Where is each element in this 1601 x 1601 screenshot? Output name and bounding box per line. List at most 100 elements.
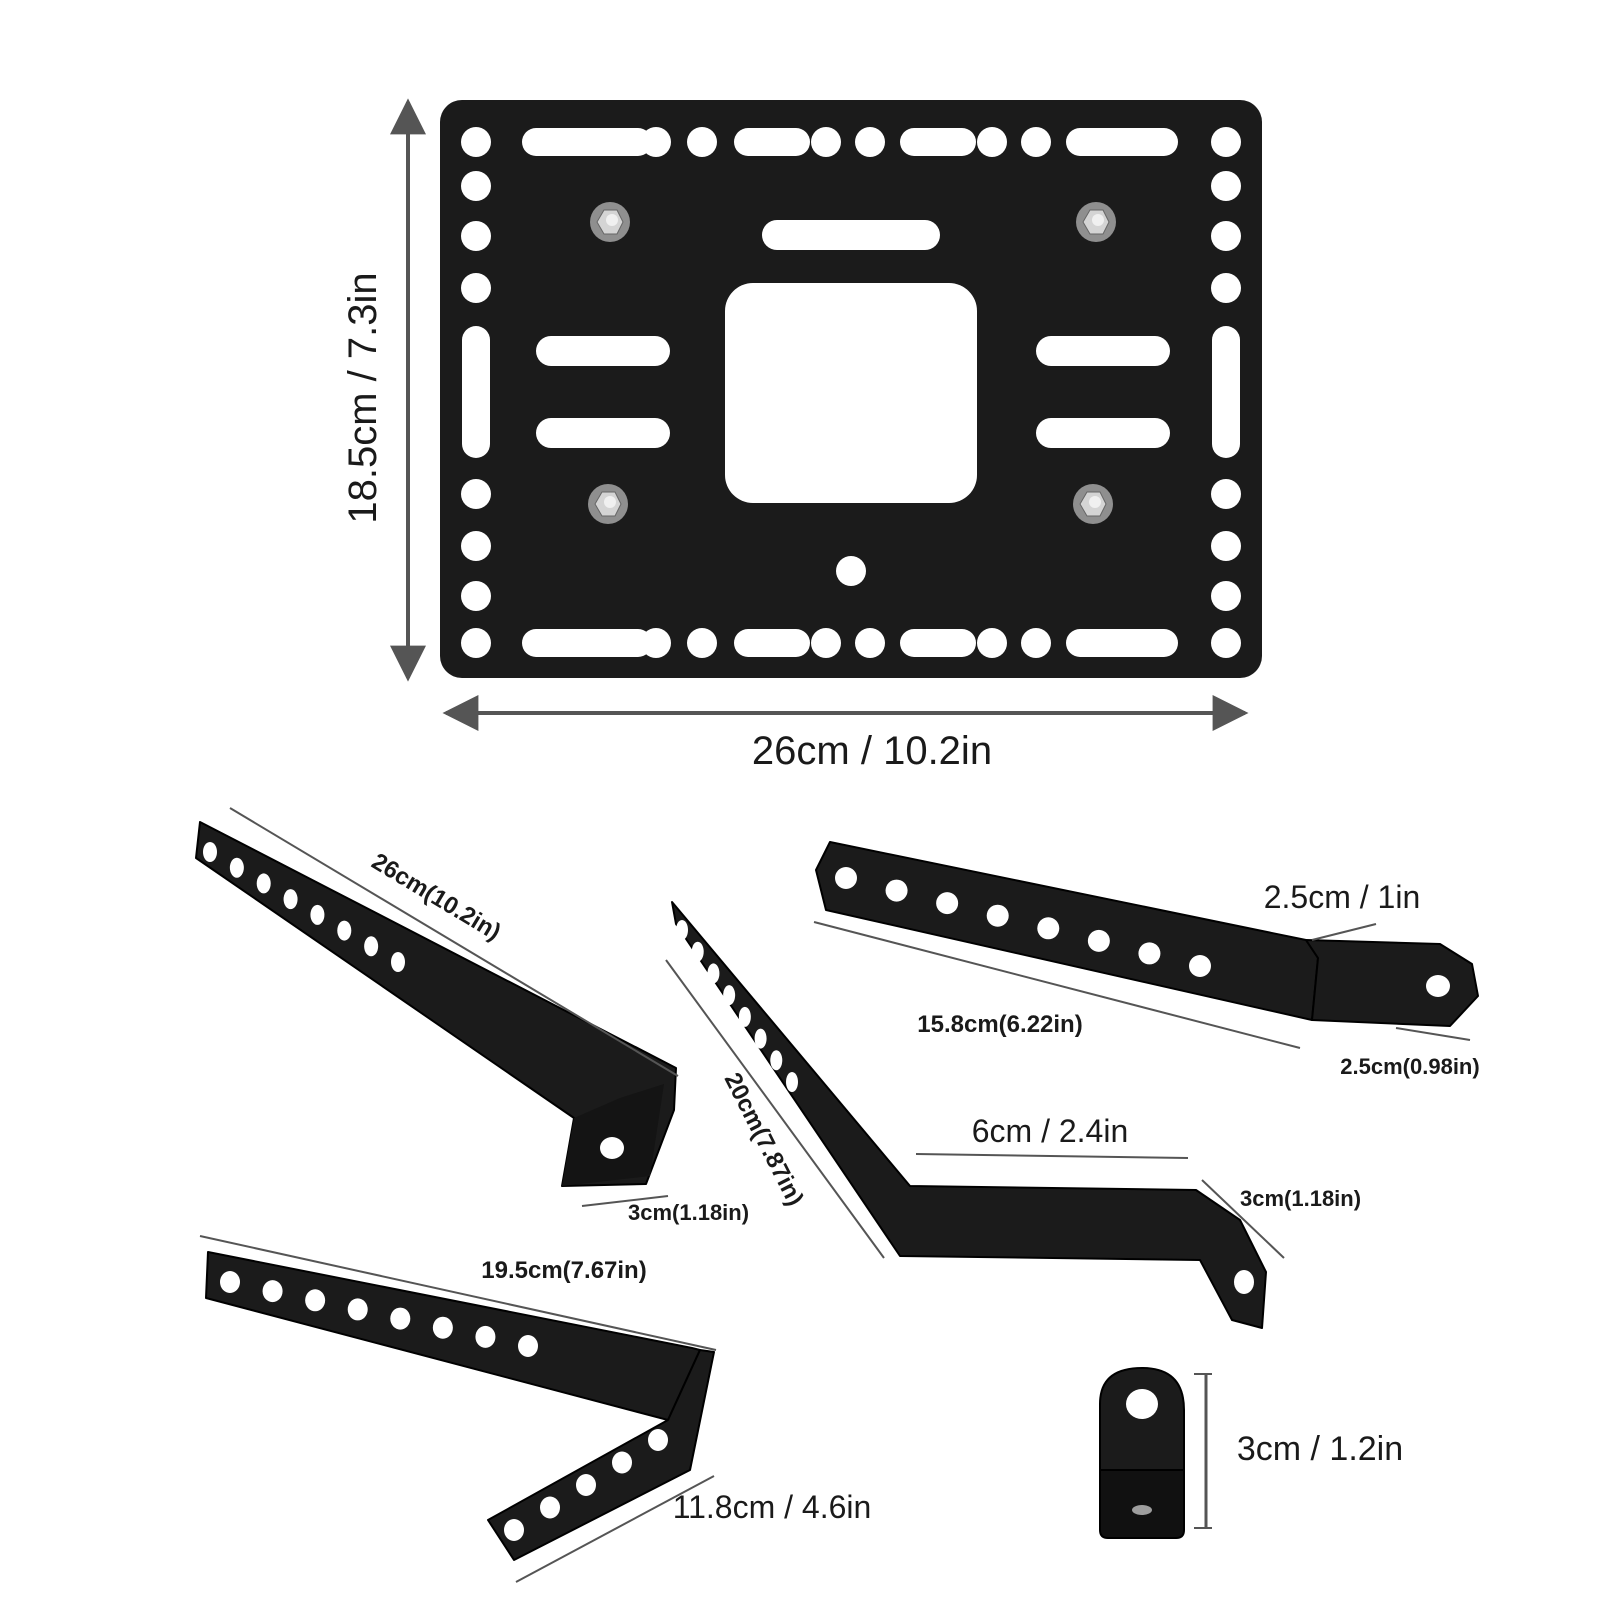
- long-bracket: [195, 821, 677, 1187]
- z-bracket-foot: [1305, 939, 1479, 1027]
- bolt-head-highlight: [604, 496, 616, 508]
- l-bracket-long-leg-dimension-line: [199, 1235, 717, 1351]
- plate-inner-slot: [1036, 418, 1170, 448]
- l-bracket-short-leg-label: 11.8cm / 4.6in: [673, 1489, 872, 1525]
- plate-round-hole: [1021, 628, 1051, 658]
- plate-corner-hole: [461, 127, 491, 157]
- z-bracket-holes: [835, 867, 1211, 977]
- bolt-head-highlight: [1092, 214, 1104, 226]
- long-bracket-foot: [562, 1084, 664, 1186]
- plate-round-hole: [811, 628, 841, 658]
- plate-slot-hole: [1066, 629, 1178, 657]
- long-bracket-length-dimension-line: [229, 807, 679, 1077]
- bracket-hole: [364, 936, 379, 957]
- plate-width-label: 26cm / 10.2in: [752, 729, 992, 773]
- plate-round-hole: [1021, 127, 1051, 157]
- plate-slot-hole: [734, 128, 810, 156]
- bracket-hole: [220, 1271, 240, 1293]
- bracket-hole: [648, 1429, 668, 1451]
- plate-round-hole: [977, 628, 1007, 658]
- plate-slot-hole: [522, 629, 652, 657]
- plate-corner-hole: [461, 628, 491, 658]
- offset-bracket-holes: [676, 920, 798, 1092]
- plate-corner-hole: [1211, 127, 1241, 157]
- bracket-hole: [835, 867, 857, 889]
- bracket-hole: [229, 857, 244, 878]
- z-bracket-length-dimension-line: [813, 921, 1301, 1049]
- bracket-hole: [1087, 929, 1110, 952]
- plate-round-hole: [687, 628, 717, 658]
- bracket-hole: [576, 1474, 596, 1496]
- offset-bracket-foot-dimension-line: [1201, 1179, 1285, 1259]
- bracket-hole: [504, 1519, 524, 1541]
- plate-side-hole: [1211, 171, 1241, 201]
- plate-round-hole: [641, 127, 671, 157]
- bracket-hole: [691, 941, 704, 962]
- plate-slot-hole: [734, 629, 810, 657]
- bracket-hole: [936, 892, 959, 915]
- bracket-hole: [337, 920, 352, 941]
- bracket-hole: [305, 1289, 326, 1312]
- bracket-hole: [391, 952, 405, 972]
- plate-slot-hole: [900, 128, 976, 156]
- bracket-hole: [310, 904, 325, 925]
- small-bracket-hole: [1126, 1389, 1158, 1419]
- offset-bracket-middle-label: 6cm / 2.4in: [972, 1113, 1129, 1149]
- z-bracket-foot-label: 2.5cm(0.98in): [1340, 1054, 1479, 1079]
- bracket-hole: [518, 1335, 538, 1357]
- bracket-hole: [723, 985, 736, 1006]
- plate-holes: [461, 127, 1241, 658]
- z-bracket-plate: [815, 841, 1319, 1021]
- long-bracket-foot-hole: [600, 1137, 624, 1159]
- bracket-hole: [786, 1072, 798, 1092]
- plate-side-hole: [1211, 479, 1241, 509]
- plate-round-hole: [855, 127, 885, 157]
- small-bracket-height-label: 3cm / 1.2in: [1237, 1430, 1403, 1468]
- plate-side-hole: [461, 479, 491, 509]
- bracket-hole: [986, 904, 1009, 927]
- plate-inner-slot: [762, 220, 940, 250]
- bracket-hole: [1189, 955, 1211, 977]
- z-bracket-foot-hole: [1426, 975, 1450, 997]
- l-bracket-holes: [220, 1271, 668, 1541]
- plate-round-hole: [687, 127, 717, 157]
- plate-side-hole: [1211, 221, 1241, 251]
- bracket-hole: [283, 889, 298, 910]
- bolt-head-highlight: [1089, 496, 1101, 508]
- bracket-hole: [390, 1307, 411, 1330]
- plate-round-hole: [641, 628, 671, 658]
- plate-round-hole: [855, 628, 885, 658]
- bracket-hole: [475, 1325, 496, 1348]
- plate-side-hole: [1211, 581, 1241, 611]
- bracket-hole: [203, 842, 217, 862]
- bracket-hole: [676, 920, 688, 940]
- plate-side-slot: [1212, 326, 1240, 458]
- bracket-hole: [754, 1028, 767, 1049]
- bracket-hole: [612, 1451, 632, 1474]
- plate-height-label: 18.5cm / 7.3in: [341, 272, 385, 523]
- plate-slot-hole: [900, 629, 976, 657]
- plate-corner-hole: [1211, 628, 1241, 658]
- offset-bracket-length-dimension-line: [665, 959, 885, 1259]
- plate-inner-slot: [1036, 336, 1170, 366]
- plate-side-slot: [462, 326, 490, 458]
- offset-bracket-body: [671, 901, 1267, 1329]
- offset-bracket: [671, 901, 1267, 1329]
- l-bracket: [205, 1251, 715, 1561]
- bracket-hole: [540, 1496, 560, 1519]
- bracket-hole: [738, 1006, 751, 1027]
- plate-side-hole: [461, 531, 491, 561]
- plate-side-hole: [461, 581, 491, 611]
- plate-inner-slot: [536, 418, 670, 448]
- z-bracket-offset-dimension-line: [1311, 923, 1377, 941]
- z-bracket-offset-label: 2.5cm / 1in: [1264, 879, 1421, 915]
- long-bracket-foot-label: 3cm(1.18in): [628, 1200, 749, 1225]
- plate-center-cutout: [725, 283, 977, 503]
- plate-side-hole: [461, 273, 491, 303]
- bracket-hole: [1037, 917, 1060, 940]
- plate-round-hole: [811, 127, 841, 157]
- bracket-hole: [1138, 942, 1161, 965]
- long-bracket-holes: [203, 842, 405, 972]
- z-bracket-length-label: 15.8cm(6.22in): [917, 1011, 1082, 1038]
